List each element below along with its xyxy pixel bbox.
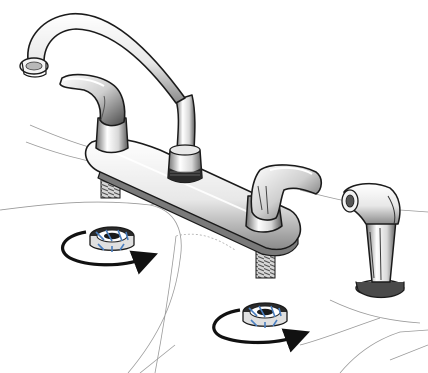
sink-outline bbox=[0, 125, 428, 373]
left-mounting-nut bbox=[90, 227, 134, 252]
right-mounting-nut bbox=[243, 303, 287, 328]
side-sprayer bbox=[342, 184, 404, 298]
